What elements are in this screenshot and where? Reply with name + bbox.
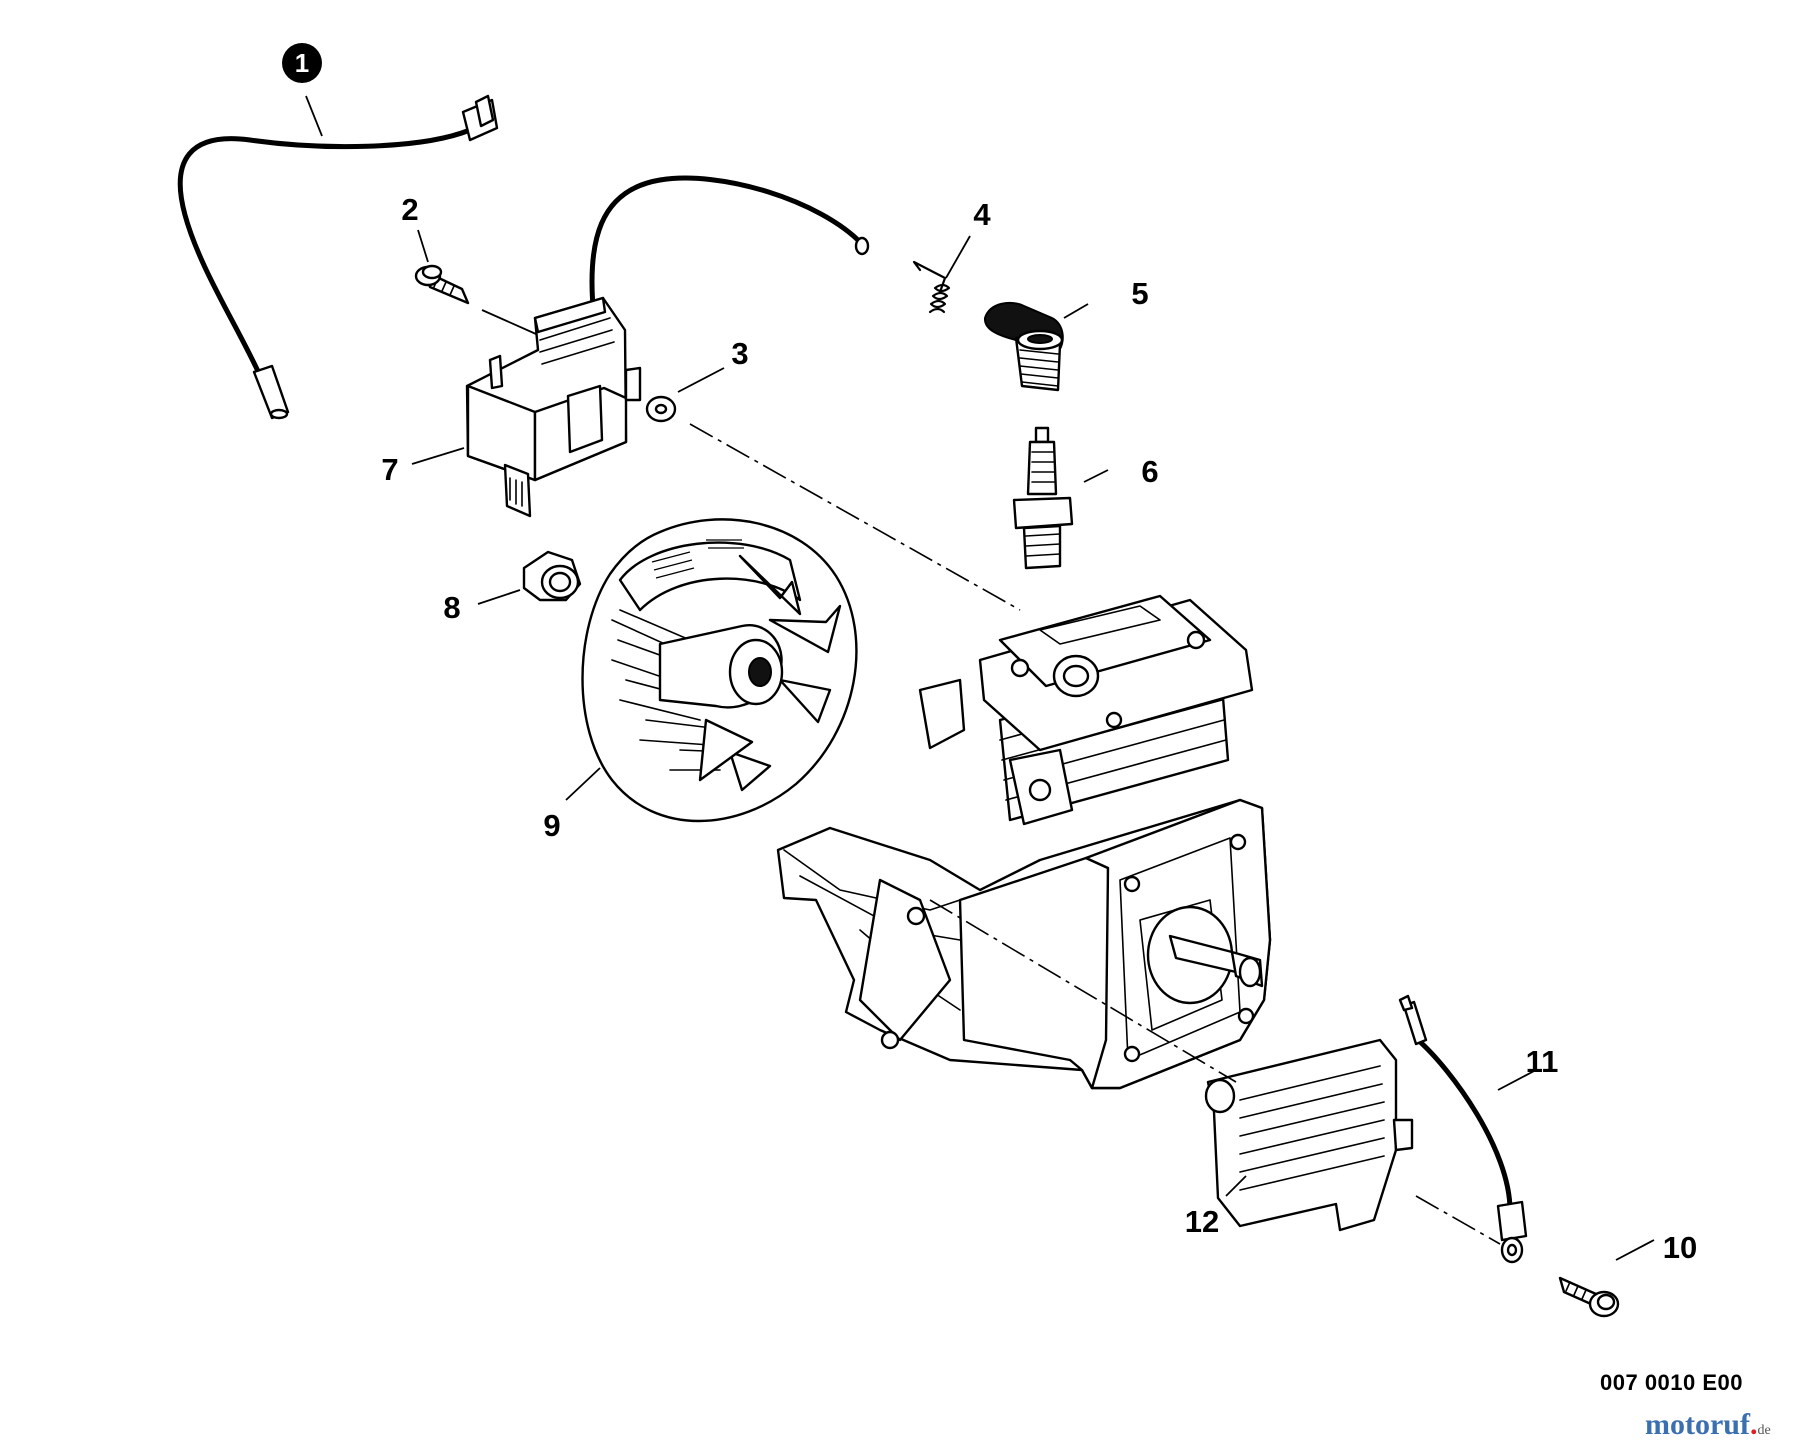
alignment-lines: [689, 423, 1501, 1245]
part-10-bolt[interactable]: [1558, 1276, 1620, 1318]
callout-8: 8: [443, 590, 460, 625]
part-3-washer[interactable]: [645, 395, 677, 423]
callout-1-badge: [282, 43, 322, 83]
engine-crankcase-cylinder: [776, 594, 1272, 1090]
part-11-ground-wire[interactable]: [1398, 994, 1528, 1264]
drawing-code: 007 0010 E00: [1600, 1370, 1744, 1395]
callout-labels: 1 2 3 4 5 6 7 8 9 10 11 12: [282, 43, 1697, 1265]
watermark-name: motoruf: [1645, 1408, 1750, 1441]
part-12-cover[interactable]: [1204, 1038, 1414, 1232]
watermark-dot: .: [1749, 1408, 1758, 1441]
callout-6: 6: [1141, 454, 1158, 489]
part-5-plug-cap[interactable]: [984, 301, 1064, 392]
watermark-logo: motoruf.de: [1645, 1408, 1771, 1442]
part-6-spark-plug[interactable]: [1012, 426, 1074, 570]
callout-4: 4: [973, 197, 991, 232]
watermark-tld: de: [1757, 1423, 1771, 1438]
part-9-flywheel[interactable]: [581, 518, 858, 823]
callout-12: 12: [1185, 1204, 1219, 1239]
leader-lines: [305, 95, 1655, 1261]
callout-11: 11: [1526, 1044, 1559, 1079]
callout-2: 2: [401, 192, 418, 227]
callout-7: 7: [381, 452, 398, 487]
callout-10: 10: [1663, 1230, 1697, 1265]
callout-3: 3: [731, 336, 748, 371]
callout-1: 1: [295, 48, 309, 78]
part-1-cable[interactable]: [177, 94, 499, 420]
callout-5: 5: [1131, 276, 1148, 311]
part-4-spring[interactable]: [912, 260, 951, 314]
part-2-screw[interactable]: [414, 264, 470, 305]
part-7-ignition-coil[interactable]: [465, 175, 870, 518]
callout-9: 9: [543, 808, 560, 843]
part-8-nut[interactable]: [522, 550, 582, 602]
